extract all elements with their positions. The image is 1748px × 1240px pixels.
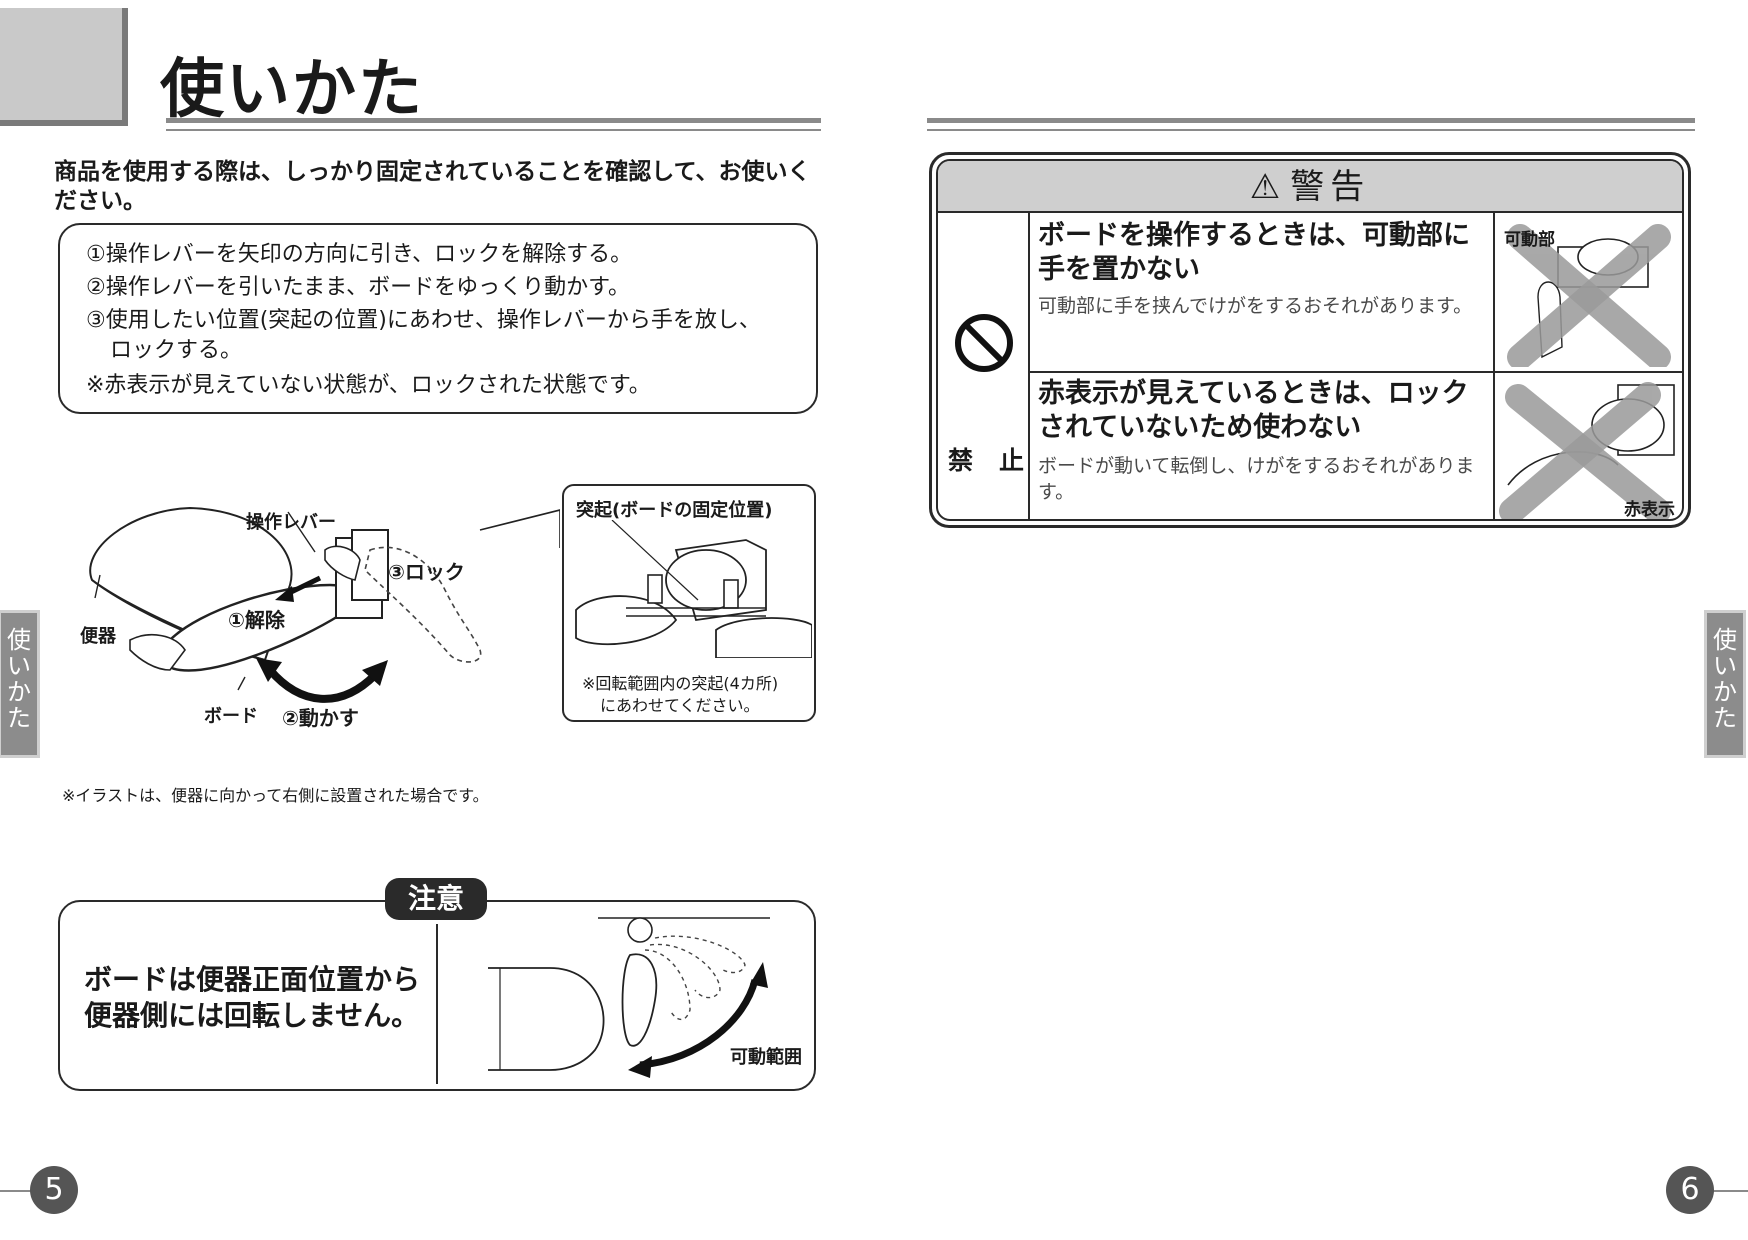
steps-box: ①操作レバーを矢印の方向に引き、ロックを解除する。 ②操作レバーを引いたまま、ボ… [58,223,818,414]
projection-detail-illustration [575,520,812,658]
step-3: ③使用したい位置(突起の位置)にあわせ、操作レバーから手を放し、 [86,308,761,333]
illustration-note: ※イラストは、便器に向かって右側に設置された場合です。 [62,786,489,805]
warning-header: ⚠警告 [938,161,1682,213]
page-title: 使いかた [160,53,424,127]
page-number-rule-left [0,1190,40,1192]
caution-tag: 注意 [385,878,487,920]
prohibit-label: 禁止 [948,446,1051,475]
warning-triangle-icon: ⚠ [1249,167,1281,207]
page-number-right: 6 [1666,1166,1714,1214]
intro-text: 商品を使用する際は、しっかり固定されていることを確認して、お使いください。 [54,159,811,214]
hand-caution-illustration [1507,224,1671,367]
warning-2-heading: 赤表示が見えているときは、ロックされていないため使わない [1038,378,1469,443]
projection-callout [562,484,816,722]
movable-part-label: 可動部 [1504,230,1555,250]
step-note: ※赤表示が見えていない状態が、ロックされた状態です。 [86,373,651,398]
board-operation-illustration [89,506,560,703]
toilet-label: 便器 [80,626,116,647]
page-number-rule-right [1706,1190,1748,1192]
board-label: ボード [204,706,258,727]
range-label: 可動範囲 [730,1047,802,1068]
side-tab-left: 使 い か た [0,610,40,758]
warning-image-divider [1493,213,1495,519]
lock-label: ③ロック [388,560,465,584]
callout-note-1: ※回転範囲内の突起(4カ所) [582,674,779,693]
rotation-range-illustration [488,917,770,1078]
title-rule [166,118,821,123]
lever-label: 操作レバー [246,512,336,533]
move-label: ②動かす [282,706,359,730]
warning-1-heading: ボードを操作するときは、可動部に手を置かない [1038,220,1470,285]
callout-title: 突起(ボードの固定位置) [576,500,773,521]
side-tab-right: 使 い か た [1704,610,1746,758]
right-rule [927,118,1695,123]
step-2: ②操作レバーを引いたまま、ボードをゆっくり動かす。 [86,275,630,300]
warning-2-desc: ボードが動いて転倒し、けがをするおそれがあります。 [1038,455,1475,503]
warning-row-divider [1030,371,1682,373]
warning-1-desc: 可動部に手を挟んでけがをするおそれがあります。 [1038,295,1473,317]
prohibit-icon [955,314,1013,372]
callout-note-2: にあわせてください。 [600,696,760,715]
red-indicator-label: 赤表示 [1624,500,1675,520]
warning-box: ⚠警告 禁止 ボードを操作するときは、可動部に手を置かない 可動部に手を挟んでけ… [929,152,1691,528]
title-decoration [0,8,128,126]
page-number-left: 5 [30,1166,78,1214]
caution-divider [436,924,438,1084]
step-1: ①操作レバーを矢印の方向に引き、ロックを解除する。 [86,242,633,267]
step-3-cont: ロックする。 [110,338,243,363]
title-rule-thin [166,129,821,131]
red-indicator-illustration [1499,382,1675,519]
release-label: ①解除 [228,608,285,632]
caution-text: ボードは便器正面位置から便器側には回転しません。 [84,963,421,1032]
right-rule-thin [927,129,1695,131]
prohibit-column: 禁止 [938,213,1030,519]
